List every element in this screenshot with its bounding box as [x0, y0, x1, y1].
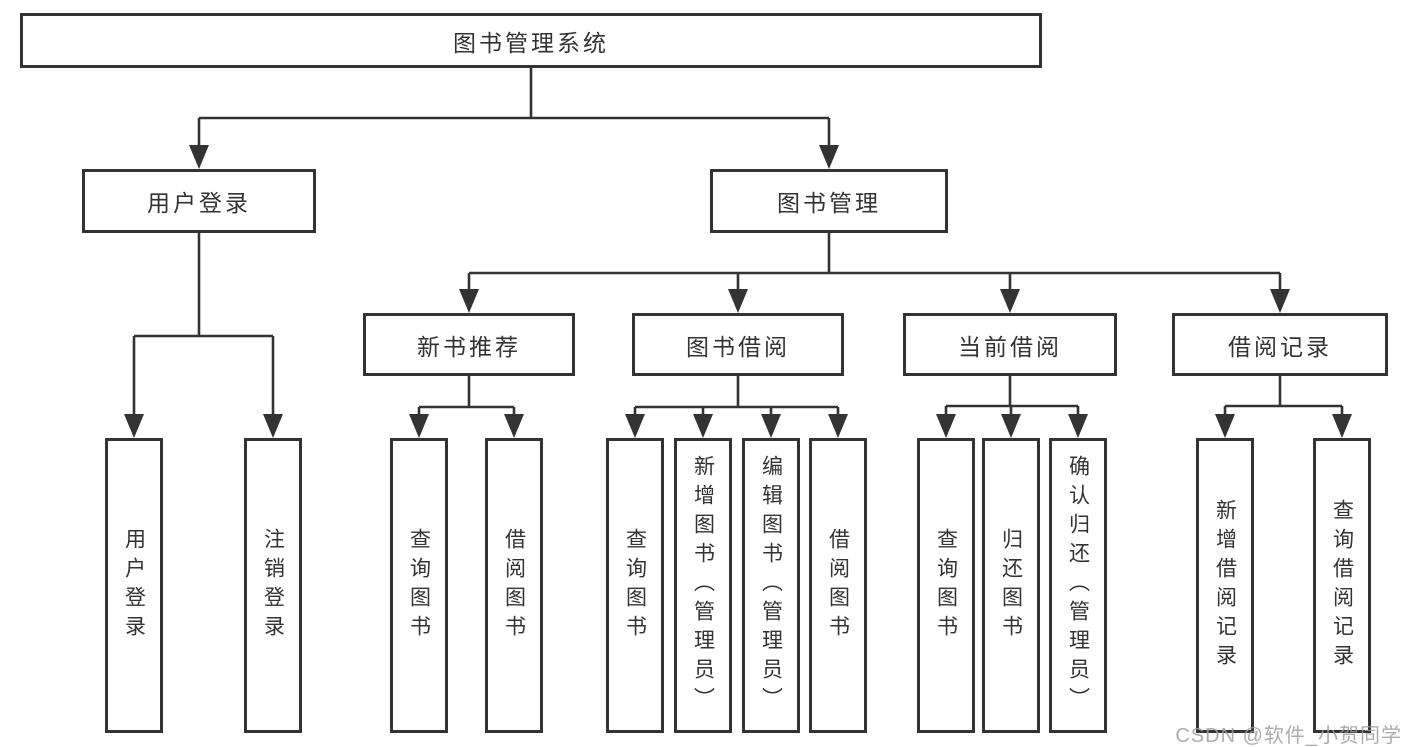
arrowhead [1068, 414, 1088, 438]
leaf-query-borrow-record: 查询借阅记录 [1313, 438, 1371, 733]
arrowhead [693, 414, 713, 438]
leaf-query-books-recommend: 查询图书 [390, 438, 448, 733]
arrowhead [828, 414, 848, 438]
node-new-book-recommend: 新书推荐 [363, 313, 575, 376]
arrowhead [728, 289, 748, 313]
arrowhead [819, 145, 839, 169]
leaf-borrow-books-borrowing: 借阅图书 [809, 438, 867, 733]
leaf-edit-books-admin: 编辑图书（管理员） [742, 438, 800, 733]
arrowhead [1001, 414, 1021, 438]
arrowhead [189, 145, 209, 169]
arrowhead [459, 289, 479, 313]
arrowhead [1332, 414, 1352, 438]
arrowhead [263, 414, 283, 438]
node-borrowing-records: 借阅记录 [1172, 313, 1388, 376]
leaf-query-books-current: 查询图书 [917, 438, 975, 733]
node-book-management: 图书管理 [710, 169, 948, 233]
node-root: 图书管理系统 [20, 13, 1042, 68]
arrowhead [409, 414, 429, 438]
leaf-confirm-return-admin: 确认归还（管理员） [1049, 438, 1107, 733]
arrowhead [936, 414, 956, 438]
arrowhead [124, 414, 144, 438]
arrowhead [625, 414, 645, 438]
node-book-borrowing: 图书借阅 [632, 313, 844, 376]
leaf-return-books: 归还图书 [982, 438, 1040, 733]
arrowhead [504, 414, 524, 438]
leaf-query-books-borrowing: 查询图书 [606, 438, 664, 733]
node-user-login: 用户登录 [82, 169, 316, 233]
arrowhead [1000, 289, 1020, 313]
leaf-add-borrow-record: 新增借阅记录 [1196, 438, 1254, 733]
arrowhead [1270, 289, 1290, 313]
csdn-watermark: CSDN @软件_小贺同学 [1175, 725, 1402, 747]
leaf-borrow-books-recommend: 借阅图书 [485, 438, 543, 733]
leaf-logout: 注销登录 [244, 438, 302, 733]
node-current-borrowing: 当前借阅 [903, 313, 1117, 376]
arrowhead [761, 414, 781, 438]
arrowhead [1215, 414, 1235, 438]
leaf-add-books-admin: 新增图书（管理员） [674, 438, 732, 733]
leaf-user-login: 用户登录 [105, 438, 163, 733]
